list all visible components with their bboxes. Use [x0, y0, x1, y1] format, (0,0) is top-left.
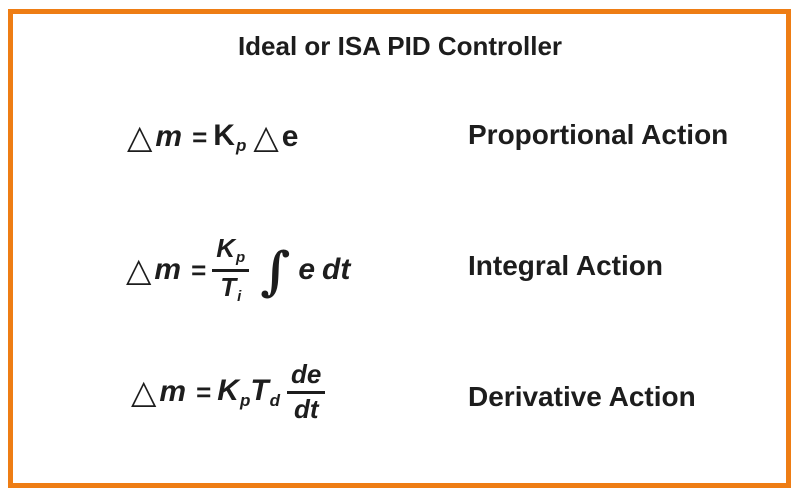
var-t: T	[250, 373, 269, 407]
delta-icon: △	[253, 116, 279, 156]
var-dt: dt	[322, 253, 351, 286]
var-m: m	[154, 253, 182, 286]
equals-sign: =	[192, 121, 208, 152]
delta-icon: △	[126, 249, 152, 289]
label-proportional-action: Proportional Action	[468, 119, 729, 150]
label-integral-action: Integral Action	[468, 250, 663, 281]
var-e: e	[281, 120, 299, 153]
subscript-d: d	[269, 390, 281, 410]
fraction-denominator: dt	[293, 394, 319, 424]
equals-sign: =	[196, 376, 212, 407]
var-e: e	[298, 253, 316, 286]
fraction-kp-over-ti: Kp Ti	[212, 233, 250, 305]
var-kptd: KpTd	[217, 374, 280, 411]
equation-derivative: △ m = KpTd de dt	[131, 354, 326, 430]
fraction-numerator: Kp	[212, 233, 250, 272]
var-k: K	[217, 373, 239, 407]
fraction-numerator: de	[287, 360, 326, 394]
equation-proportional: △ m = Kp △ e	[127, 116, 298, 158]
var-k: K	[216, 233, 236, 264]
delta-icon: △	[131, 371, 157, 411]
label-derivative-action: Derivative Action	[468, 381, 696, 412]
integral-icon: ∫	[260, 240, 291, 302]
subscript-p: p	[239, 390, 251, 410]
var-t: T	[220, 272, 237, 302]
var-m: m	[155, 120, 183, 153]
var-k: K	[213, 118, 235, 152]
subscript-p: p	[235, 135, 247, 155]
fraction-de-over-dt: de dt	[287, 360, 326, 424]
var-m: m	[159, 375, 187, 408]
equation-integral: △ m = Kp Ti ∫ e dt	[126, 227, 350, 313]
delta-icon: △	[127, 116, 153, 156]
equals-sign: =	[191, 254, 207, 285]
fraction-denominator: Ti	[220, 272, 241, 305]
diagram-title: Ideal or ISA PID Controller	[237, 31, 563, 61]
var-kp: Kp	[213, 119, 246, 156]
subscript-i: i	[237, 288, 242, 305]
subscript-p: p	[236, 249, 246, 267]
